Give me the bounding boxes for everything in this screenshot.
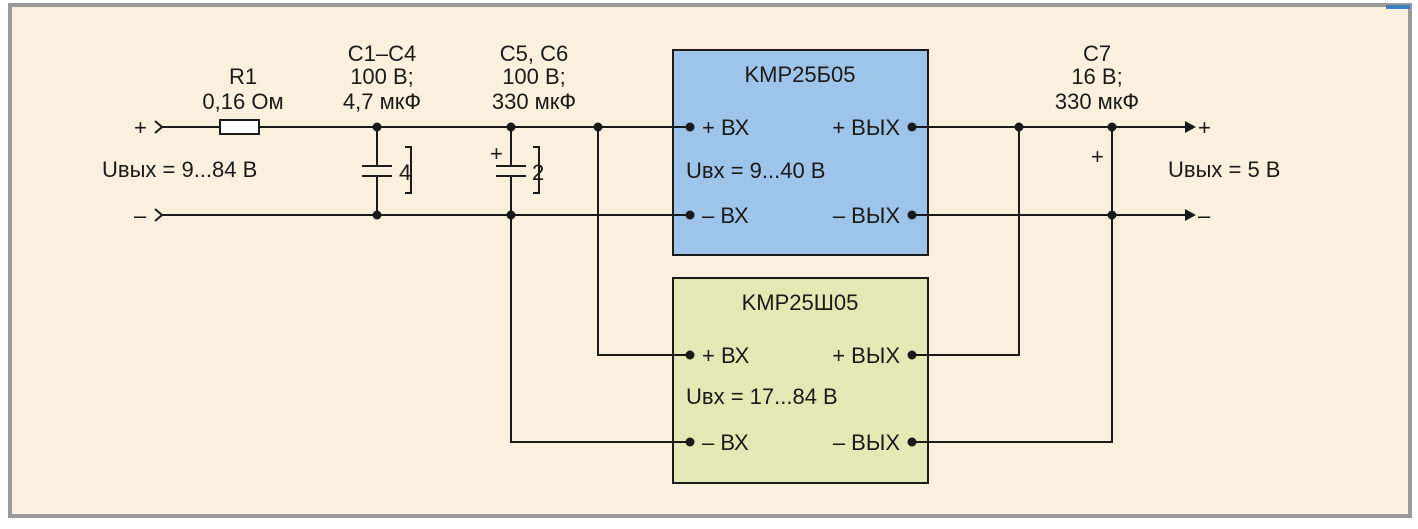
module1-in-plus: + ВХ bbox=[702, 115, 750, 140]
module2-in-minus: – ВХ bbox=[702, 430, 749, 455]
module1-input-range: Uвх = 9...40 В bbox=[686, 158, 825, 183]
r1-value: 0,16 Ом bbox=[202, 89, 283, 114]
c7-capacitance: 330 мкФ bbox=[1055, 89, 1139, 114]
capacitor-c5c6 bbox=[496, 165, 526, 177]
bracket-c5c6 bbox=[533, 146, 540, 194]
module2-out-plus: + ВЫХ bbox=[832, 343, 900, 368]
input-voltage-label: Uвых = 9...84 В bbox=[102, 157, 257, 182]
wire-module2-out-minus bbox=[912, 215, 1113, 443]
input-plus-label: + bbox=[134, 115, 147, 140]
pin-dot bbox=[907, 210, 917, 220]
module2-name: KMP25Ш05 bbox=[742, 290, 859, 315]
junction-dot bbox=[593, 122, 603, 132]
c1c4-count: 4 bbox=[399, 160, 411, 185]
pin-dot bbox=[907, 122, 917, 132]
module2-in-plus: + ВХ bbox=[702, 343, 750, 368]
module1-name: KMP25Б05 bbox=[744, 62, 855, 87]
junction-dot bbox=[1107, 210, 1117, 220]
output-minus-arrow bbox=[1185, 209, 1196, 221]
output-plus-label: + bbox=[1198, 115, 1211, 140]
junction-dot bbox=[372, 122, 382, 132]
c5c6-name: С5, С6 bbox=[500, 41, 568, 66]
resistor-r1 bbox=[219, 119, 260, 135]
output-minus-label: – bbox=[1198, 203, 1211, 228]
module-kmp25b05 bbox=[672, 49, 929, 256]
pin-dot bbox=[685, 350, 695, 360]
junction-dot bbox=[1107, 122, 1117, 132]
pin-dot bbox=[907, 350, 917, 360]
module1-out-minus: – ВЫХ bbox=[833, 203, 900, 228]
module2-input-range: Uвх = 17...84 В bbox=[686, 384, 838, 409]
pin-dot bbox=[685, 210, 695, 220]
junction-dot bbox=[1014, 122, 1024, 132]
pin-dot bbox=[907, 437, 917, 447]
wire-minus-to-module2 bbox=[510, 215, 690, 443]
accent-strip bbox=[1386, 5, 1410, 9]
junction-dot bbox=[372, 210, 382, 220]
module1-in-minus: – ВХ bbox=[702, 203, 749, 228]
r1-name: R1 bbox=[229, 64, 257, 89]
c1c4-capacitance: 4,7 мкФ bbox=[343, 89, 421, 114]
input-minus-label: – bbox=[134, 203, 147, 228]
c5c6-polarity: + bbox=[490, 141, 503, 166]
junction-dot bbox=[506, 122, 516, 132]
c7-polarity: + bbox=[1091, 144, 1104, 169]
bracket-c1c4 bbox=[405, 146, 412, 194]
module-kmp25sh05 bbox=[672, 277, 929, 484]
module1-out-plus: + ВЫХ bbox=[832, 115, 900, 140]
c1c4-voltage: 100 В; bbox=[350, 64, 414, 89]
c7-name: С7 bbox=[1083, 41, 1111, 66]
junction-dot bbox=[506, 210, 516, 220]
c1c4-name: С1–С4 bbox=[348, 41, 416, 66]
module2-out-minus: – ВЫХ bbox=[833, 430, 900, 455]
c5c6-count: 2 bbox=[532, 160, 544, 185]
capacitor-c1c4 bbox=[362, 165, 392, 177]
output-plus-arrow bbox=[1185, 121, 1196, 133]
c5c6-voltage: 100 В; bbox=[502, 64, 566, 89]
wire-module2-out-plus bbox=[912, 127, 1020, 356]
output-voltage-label: Uвых = 5 В bbox=[1168, 157, 1280, 182]
c7-voltage: 16 В; bbox=[1071, 64, 1122, 89]
c5c6-capacitance: 330 мкФ bbox=[492, 89, 576, 114]
pin-dot bbox=[685, 437, 695, 447]
wire-plus-to-module2 bbox=[597, 127, 690, 356]
pin-dot bbox=[685, 122, 695, 132]
